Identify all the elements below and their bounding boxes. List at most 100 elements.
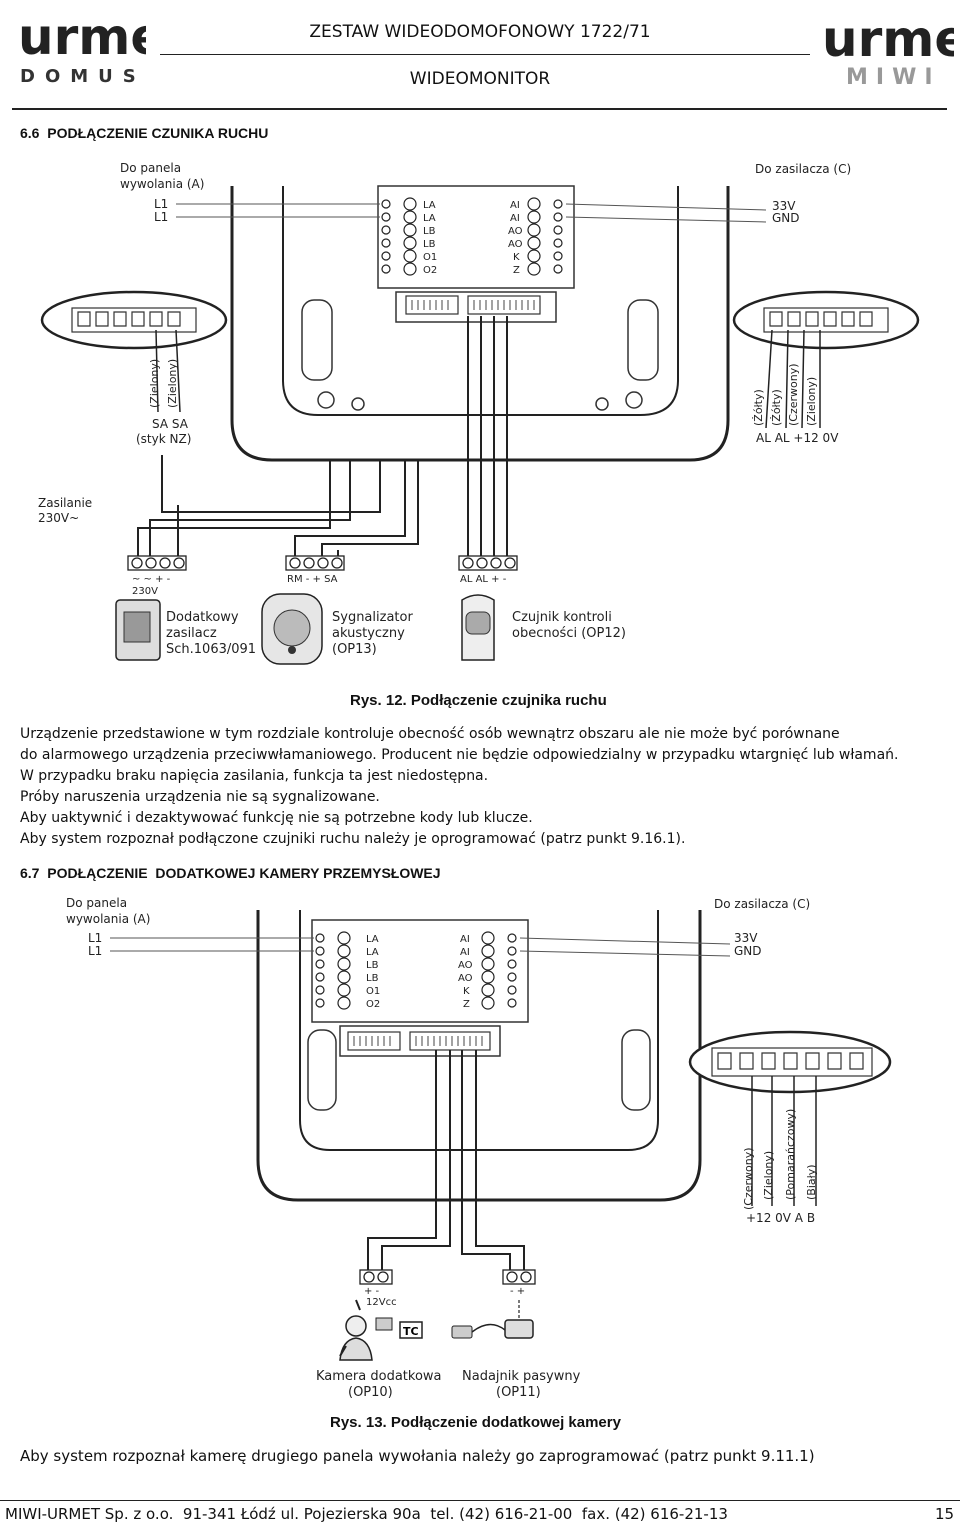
document-subtitle: WIDEOMONITOR [409,69,551,89]
wire-green-1: (Zielony) [148,359,161,408]
paragraph-line: Aby system rozpoznał podłączone czujniki… [20,831,686,847]
svg-text:urmet: urmet [822,10,954,68]
page-number: 15 [935,1505,955,1523]
term-ao-1: AO [508,226,523,237]
psu-voltage: 230V [132,586,158,597]
paragraph-line: do alarmowego urządzenia przeciwwłamanio… [20,747,899,763]
paragraph-line: Próby naruszenia urządzenia nie są sygna… [20,789,380,805]
cam-wire-orange: (Pomarańczowy) [784,1109,797,1200]
term-lb-1: LB [423,226,436,237]
psu-terminal-labels: ~ ~ + - [132,574,171,585]
transmitter-name-1: Nadajnik pasywny [462,1369,581,1384]
svg-text:MIWI: MIWI [846,65,941,86]
siren-name-2: akustyczny [332,626,405,641]
section-heading-6-6: 6.6 PODŁĄCZENIE CZUNIKA RUCHU [20,125,269,141]
document-title: ZESTAW WIDEODOMOFONOWY 1722/71 [309,22,651,42]
cam-term-z: Z [463,999,470,1010]
label-styk-nz: (styk NZ) [136,432,191,446]
cam-term-k: K [463,986,470,997]
diagram-motion-sensor: LA LA LB LB O1 O2 AI AI AO AO K Z Do pan… [0,150,960,685]
logo-urmet-miwi: urmet MIWI [822,10,960,90]
cam-label-l1-b: L1 [88,944,102,958]
camera-device-icon [339,1299,393,1361]
logo-urmet-domus: urmet DOMUS [18,8,188,87]
term-ai-2: AI [510,213,520,224]
wire-green-2: (Zielony) [166,359,179,408]
diagram-extra-camera: LA LA LB LB O1 O2 AI AI AO AO K Z Do pan… [0,890,960,1405]
label-l1-b: L1 [154,210,168,224]
cam-term-lb-2: LB [366,973,379,984]
cam-term-ao-2: AO [458,973,473,984]
cam-term-o1: O1 [366,986,380,997]
label-to-psu: Do zasilacza (C) [755,162,851,176]
psu-name-1: Dodatkowy [166,610,239,625]
cam-wire-red: (Czerwony) [742,1147,755,1210]
siren-name-1: Sygnalizator [332,610,413,625]
psu-name-3: Sch.1063/091 [166,642,256,657]
term-ai-1: AI [510,200,520,211]
siren-name-3: (OP13) [332,642,377,657]
footer-company: MIWI-URMET Sp. z o.o. 91-341 Łódź ul. Po… [5,1505,728,1523]
cam-term-la-1: LA [366,934,379,945]
term-lb-2: LB [423,239,436,250]
label-al-terminals: AL AL +12 0V [756,431,839,445]
term-k: K [513,252,520,263]
wire-green: (Zielony) [805,377,818,426]
cam-label-to-panel: Do panela [66,896,127,910]
description-paragraph: Urządzenie przedstawione w tym rozdziale… [20,724,945,850]
label-33v: 33V [772,199,796,213]
cam-power-voltage: 12Vcc [366,1297,397,1308]
cam-term-lb-1: LB [366,960,379,971]
term-o2: O2 [423,265,437,276]
transmitter-device-icon [451,1300,534,1339]
cam-wire-green: (Zielony) [762,1151,775,1200]
term-o1: O1 [423,252,437,263]
paragraph-line: Aby uaktywnić i dezaktywować funkcję nie… [20,810,533,826]
paragraph-line: Urządzenie przedstawione w tym rozdziale… [20,726,840,742]
sensor-terminal-labels: AL AL + - [460,574,507,585]
cam-wire-white: (Biały) [805,1164,818,1200]
sensor-name-2: obecności (OP12) [512,626,626,641]
cam-term-o2: O2 [366,999,380,1010]
wire-red: (Czerwony) [787,363,800,426]
cam-label-l1-a: L1 [88,931,102,945]
siren-terminal-labels: RM - + SA [287,574,338,585]
transmitter-name-2: (OP11) [496,1385,541,1400]
cam-label-gnd: GND [734,944,762,958]
figure-caption-13: Rys. 13. Podłączenie dodatkowej kamery [330,1414,621,1431]
label-sa: SA SA [152,417,189,431]
term-z: Z [513,265,520,276]
sensor-name-1: Czujnik kontroli [512,610,612,625]
label-to-panel-2: wywolania (A) [120,177,204,191]
tx-terminals: - + [510,1286,525,1297]
tc-logo-label: TC [403,1325,419,1338]
cam-term-ao-1: AO [458,960,473,971]
paragraph-line: W przypadku braku napięcia zasilania, fu… [20,768,489,784]
label-zasilanie: Zasilanie [38,496,92,510]
footer-rule [0,1500,960,1501]
label-230v: 230V~ [38,511,79,525]
cam-label-to-psu: Do zasilacza (C) [714,897,810,911]
cam-power-terminals: + - [364,1286,380,1297]
wire-yellow-2: (Żółty) [770,389,783,426]
camera-programming-note: Aby system rozpoznał kamerę drugiego pan… [20,1447,815,1465]
cam-bottom-terminals: +12 0V A B [746,1211,815,1225]
svg-text:urmet: urmet [18,8,146,66]
camera-name-1: Kamera dodatkowa [316,1369,442,1384]
figure-caption-12: Rys. 12. Podłączenie czujnika ruchu [350,692,607,709]
svg-text:DOMUS: DOMUS [20,66,146,84]
cam-term-la-2: LA [366,947,379,958]
label-gnd: GND [772,211,800,225]
term-la-1: LA [423,200,436,211]
tc-logo-icon: TC [399,1321,423,1339]
psu-name-2: zasilacz [166,626,217,641]
power-supply-device-icon [115,599,161,661]
cam-label-33v: 33V [734,931,758,945]
header-rule-lower [12,108,947,110]
term-la-2: LA [423,213,436,224]
siren-device-icon [261,593,323,665]
camera-name-2: (OP10) [348,1385,393,1400]
term-ao-2: AO [508,239,523,250]
cam-term-ai-1: AI [460,934,470,945]
wire-yellow-1: (Żółty) [752,389,765,426]
